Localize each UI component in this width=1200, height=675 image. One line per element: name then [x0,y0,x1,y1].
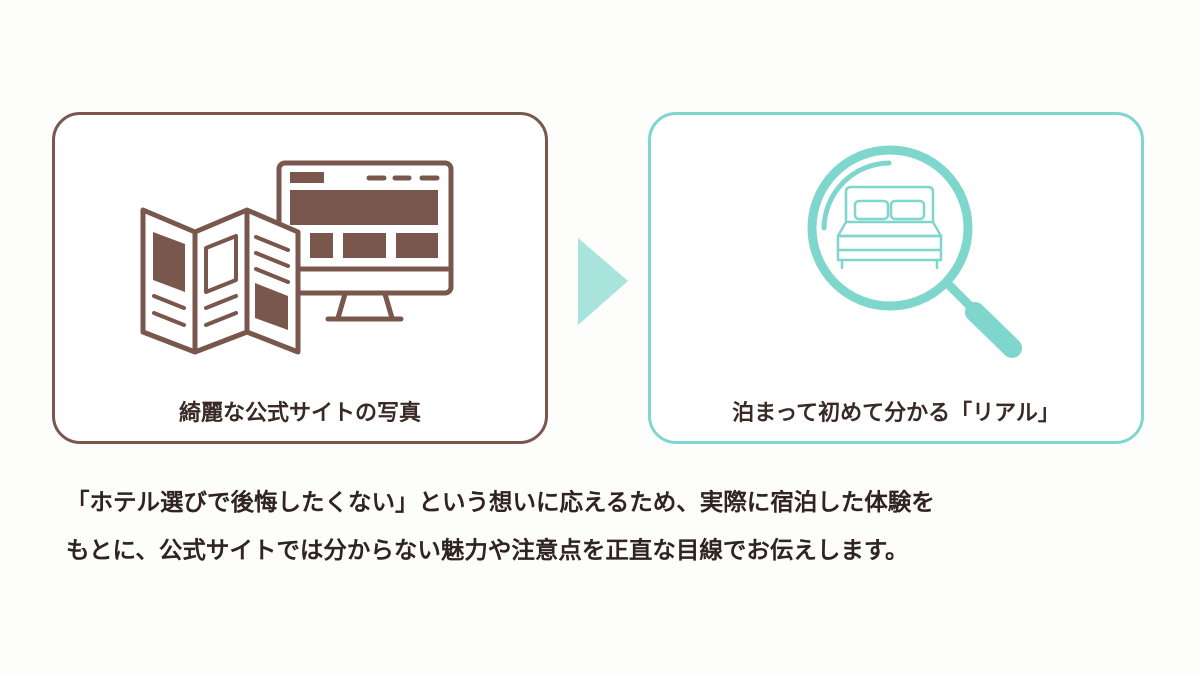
arrow-right-icon [578,238,628,325]
description-line-2: もとに、公式サイトでは分からない魅力や注意点を正直な目線でお伝えします。 [66,536,909,564]
official-site-label: 綺麗な公式サイトの写真 [178,401,421,426]
description-line-1: 「ホテル選びで後悔したくない」という想いに応えるため、実際に宿泊した体験を [66,488,935,516]
description: 「ホテル選びで後悔したくない」という想いに応えるため、実際に宿泊した体験を もと… [66,478,1166,574]
brochure-icon [140,207,301,355]
real-experience-label: 泊まって初めて分かる「リアル」 [732,401,1060,426]
monitor-icon [276,160,454,322]
real-experience-card: 泊まって初めて分かる「リアル」 [648,112,1144,444]
magnifier-bed-icon [807,145,1022,358]
